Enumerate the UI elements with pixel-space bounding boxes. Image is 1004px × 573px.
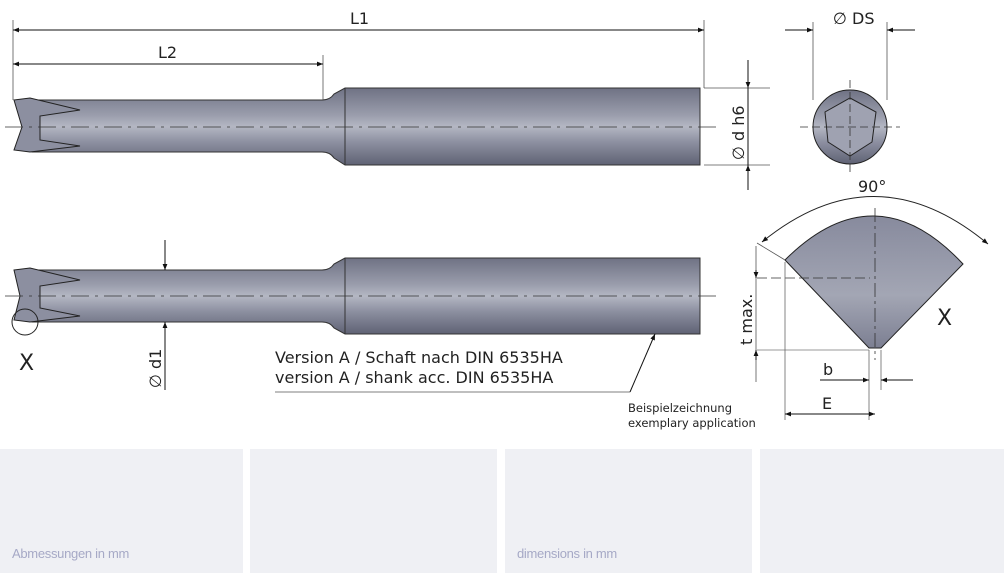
info-panel-1: Abmessungen in mm — [0, 449, 243, 573]
dim-DS: ∅ DS — [833, 9, 875, 28]
dim-E: E — [822, 394, 832, 413]
version-en: version A / shank acc. DIN 6535HA — [275, 368, 553, 387]
example-en: exemplary application — [628, 416, 756, 430]
dim-L2: L2 — [158, 43, 177, 62]
dim-L1: L1 — [350, 9, 369, 28]
info-panel-3: dimensions in mm — [505, 449, 752, 573]
version-de: Version A / Schaft nach DIN 6535HA — [275, 348, 563, 367]
example-de: Beispielzeichnung — [628, 401, 732, 415]
dim-b: b — [823, 360, 833, 379]
detail-circle — [11, 308, 39, 336]
detail-label-x: X — [937, 306, 952, 331]
technical-drawing: L1 L2 ∅ d h6 ∅ DS ∅ d1 90° t max. b E X … — [5, 9, 989, 430]
info-panel-4 — [760, 449, 1004, 573]
dimensions-note-en: dimensions in mm — [517, 546, 617, 561]
dim-t-max: t max. — [737, 294, 756, 345]
dimension-lines — [12, 20, 915, 393]
dimensions-note-de: Abmessungen in mm — [12, 546, 130, 561]
tool-side-view-bottom — [5, 257, 718, 336]
info-panel-2 — [250, 449, 497, 573]
angle-90: 90° — [858, 177, 886, 196]
detail-marker-x: X — [19, 351, 34, 376]
tool-front-view — [800, 80, 900, 175]
dim-d-h6: ∅ d h6 — [729, 105, 748, 160]
tool-side-view-top — [5, 87, 718, 166]
detail-x-profile — [753, 196, 989, 420]
dim-d1: ∅ d1 — [146, 349, 165, 388]
